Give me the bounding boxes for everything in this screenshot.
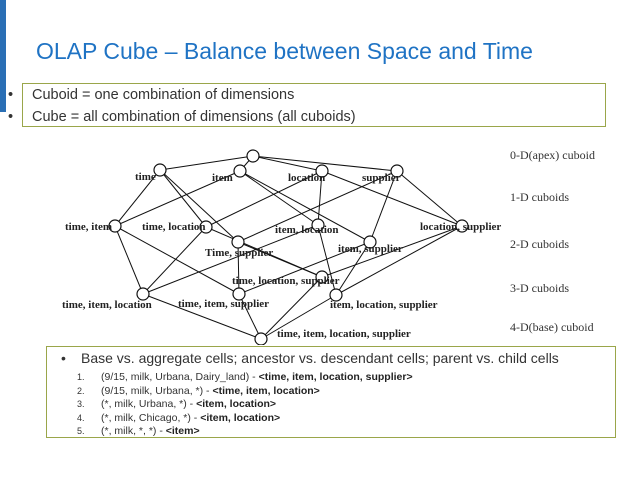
cuboid-node-ti <box>108 219 122 233</box>
label-location: location <box>288 172 325 184</box>
label-time-item: time, item <box>65 221 112 233</box>
lattice-edge <box>142 293 262 340</box>
label-time-supplier: Time, supplier <box>205 247 273 259</box>
lattice-edge <box>238 293 262 340</box>
bullet-text: Cuboid = one combination of dimensions <box>32 87 295 103</box>
lattice-edge <box>142 226 207 295</box>
cells-box: • Base vs. aggregate cells; ancestor vs. … <box>46 346 616 438</box>
side-label-0d: 0-D(apex) cuboid <box>510 148 595 162</box>
bullet-cuboid: • Cuboid = one combination of dimensions <box>8 87 294 103</box>
cuboid-node-tls <box>315 270 329 284</box>
side-label-2d: 2-D cuboids <box>510 237 569 251</box>
lattice-edge <box>114 225 144 295</box>
cuboid-node-ils <box>329 288 343 302</box>
cuboid-node-tl <box>199 220 213 234</box>
list-item: 4.(*, milk, Chicago, *) - <item, locatio… <box>77 411 281 424</box>
cuboid-node-l <box>315 164 329 178</box>
lattice-edge <box>238 241 371 295</box>
lattice-edge <box>335 241 371 296</box>
list-item: 1.(9/15, milk, Urbana, Dairy_land) - <ti… <box>77 371 413 383</box>
lattice-edges <box>114 155 463 340</box>
label-time-item-location: time, item, location <box>62 299 152 311</box>
bullet-icon: • <box>8 109 14 125</box>
accent-bar <box>0 0 6 112</box>
lattice-edge <box>252 155 398 172</box>
list-item: 2.(9/15, milk, Urbana, *) - <time, item,… <box>77 384 320 397</box>
bullet-icon: • <box>8 87 14 103</box>
lattice-edge <box>252 155 323 172</box>
lattice-edge <box>159 169 239 243</box>
cuboid-node-tis <box>232 287 246 301</box>
lattice-edge <box>260 294 337 340</box>
side-label-4d: 4-D(base) cuboid <box>510 320 594 334</box>
lattice-edge <box>317 170 323 226</box>
cuboid-node-apex <box>246 149 260 163</box>
cuboid-node-base <box>254 332 268 345</box>
lattice-edge <box>396 170 463 227</box>
label-base-cuboid: time, item, location, supplier <box>277 328 411 340</box>
bullet-cube: • Cube = all combination of dimensions (a… <box>8 109 356 125</box>
cells-heading-text: Base vs. aggregate cells; ancestor vs. d… <box>81 350 559 366</box>
cuboid-node-il <box>311 218 325 232</box>
bullet-icon: • <box>61 350 66 366</box>
cuboid-node-ts <box>231 235 245 249</box>
cuboid-node-ls <box>455 219 469 233</box>
label-time-location: time, location <box>142 221 206 233</box>
lattice-edge <box>142 224 319 295</box>
lattice-edge <box>114 170 241 227</box>
lattice-edge <box>159 155 254 171</box>
definition-box <box>22 83 606 127</box>
cuboid-node-is <box>363 235 377 249</box>
label-item-supplier: item, supplier <box>338 243 403 255</box>
lattice-edge <box>159 169 207 228</box>
lattice-edge <box>317 224 337 296</box>
label-supplier: supplier <box>362 172 401 184</box>
label-item-location: item, location <box>275 224 339 236</box>
side-label-3d: 3-D cuboids <box>510 281 569 295</box>
label-item-location-supplier: item, location, supplier <box>330 299 438 311</box>
lattice-edge <box>114 225 240 295</box>
lattice-edge <box>321 170 463 227</box>
cell-example-list: 1.(9/15, milk, Urbana, Dairy_land) - <ti… <box>77 371 413 439</box>
lattice-edge <box>260 276 323 340</box>
lattice-edge <box>237 241 323 278</box>
cuboid-node-t <box>153 163 167 177</box>
label-item: item <box>212 172 233 184</box>
lattice-edge <box>205 170 323 228</box>
side-label-1d: 1-D cuboids <box>510 190 569 204</box>
cuboid-node-til <box>136 287 150 301</box>
cuboid-node-i <box>233 164 247 178</box>
label-location-supplier: location, supplier <box>420 221 501 233</box>
lattice-edge <box>321 225 463 278</box>
list-item: 5.(*, milk, *, *) - <item> <box>77 425 200 437</box>
lattice-edge <box>369 170 398 243</box>
cuboid-lattice-diagram: time item location supplier time, item t… <box>62 148 595 345</box>
cells-heading: • Base vs. aggregate cells; ancestor vs. … <box>61 350 559 366</box>
lattice-edge <box>239 170 371 243</box>
label-time: time <box>135 171 156 183</box>
cuboid-node-s <box>390 164 404 178</box>
bullet-text: Cube = all combination of dimensions (al… <box>32 109 356 125</box>
lattice-edge <box>335 225 463 296</box>
slide-title: OLAP Cube – Balance between Space and Ti… <box>36 38 533 64</box>
label-time-location-supplier: time, location, supplier <box>232 275 340 287</box>
lattice-edge <box>114 169 161 227</box>
list-item: 3.(*, milk, Urbana, *) - <item, location… <box>77 398 277 410</box>
lattice-edge <box>237 170 398 243</box>
lattice-nodes <box>108 149 469 345</box>
lattice-edge <box>237 241 240 295</box>
label-time-item-supplier: time, item, supplier <box>178 298 269 310</box>
lattice-edge <box>239 170 319 226</box>
